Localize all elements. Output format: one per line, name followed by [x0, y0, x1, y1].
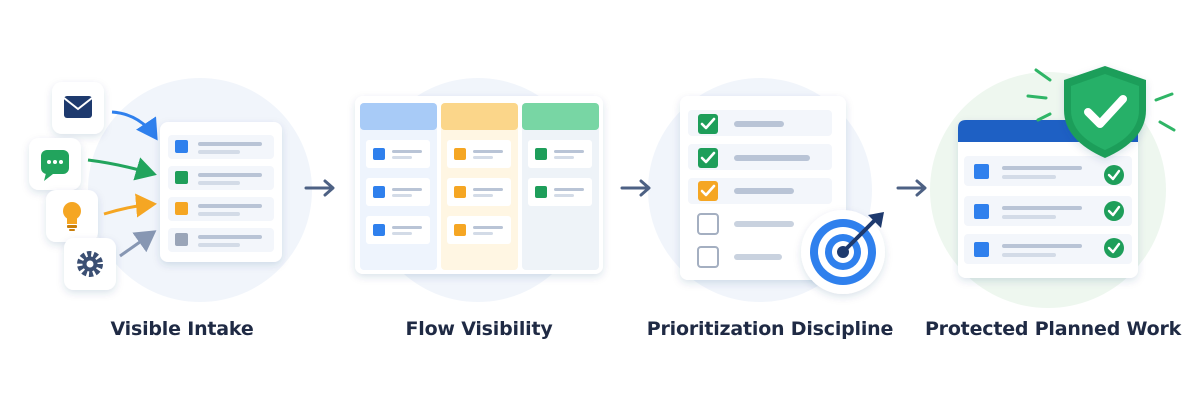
stage-prioritization-discipline [680, 96, 885, 294]
right-arrow-icon [620, 179, 651, 197]
shield-check-icon [1064, 66, 1146, 158]
stage-protected-planned-work [958, 66, 1176, 278]
right-arrow-icon [896, 179, 927, 197]
intake-list-card [160, 122, 282, 262]
step-label-flow-visibility: Flow Visibility [405, 318, 553, 340]
stage-flow-visibility [355, 96, 603, 274]
kanban-card [447, 140, 511, 168]
kanban-card [366, 140, 430, 168]
kanban-card [366, 216, 430, 244]
gear-icon [64, 238, 116, 290]
shield-rays [1026, 68, 1176, 132]
kanban-card [366, 178, 430, 206]
step-label-protected-planned-work: Protected Planned Work [924, 318, 1182, 340]
checkbox-empty-icon [697, 246, 719, 268]
target-icon [801, 210, 885, 294]
intake-arrow-gray [119, 230, 157, 258]
checkbox-empty-icon [697, 213, 719, 235]
kanban-card [528, 178, 592, 206]
step-label-visible-intake: Visible Intake [110, 318, 254, 340]
right-arrow-icon [304, 179, 335, 197]
kanban-card [447, 216, 511, 244]
kanban-card [447, 178, 511, 206]
step-label-prioritization-discipline: Prioritization Discipline [646, 318, 894, 340]
intake-arrow-orange [103, 193, 157, 218]
intake-arrow-blue [111, 110, 158, 141]
chat-bubble-icon [29, 138, 81, 190]
kanban-card [528, 140, 592, 168]
intake-arrow-green [87, 157, 157, 181]
stage-visible-intake [29, 82, 282, 290]
lightbulb-icon [46, 190, 98, 242]
envelope-icon [52, 82, 104, 134]
